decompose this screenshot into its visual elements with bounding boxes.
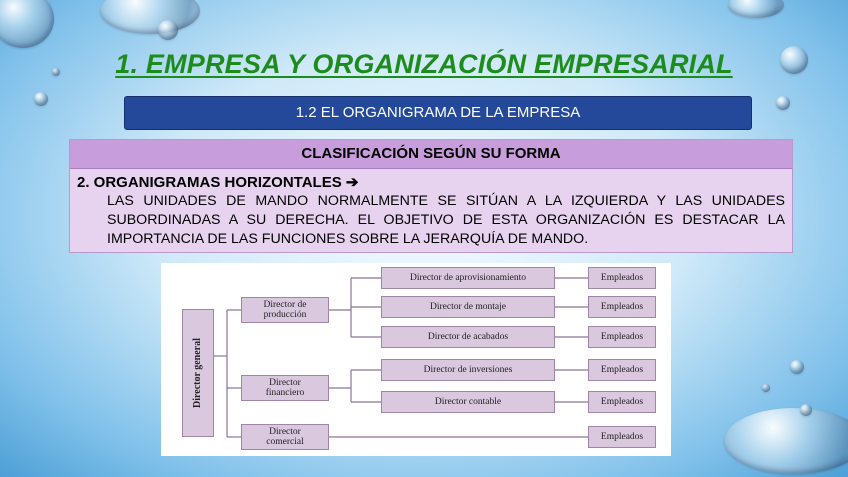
bubble-decoration [52, 68, 60, 76]
bubble-decoration [724, 408, 848, 474]
node-director-financiero: Director financiero [241, 375, 329, 401]
node-director-inversiones: Director de inversiones [381, 359, 555, 381]
table-heading-text: 2. ORGANIGRAMAS HORIZONTALES [77, 174, 342, 191]
section-subtitle: 1.2 EL ORGANIGRAMA DE LA EMPRESA [124, 96, 752, 130]
node-empleados: Empleados [588, 267, 656, 289]
node-director-aprovisionamiento: Director de aprovisionamiento [381, 267, 555, 289]
org-chart: Director general Director de producción … [161, 263, 671, 456]
arrow-icon: ➔ [345, 174, 359, 191]
node-director-comercial: Director comercial [241, 424, 329, 450]
node-empleados: Empleados [588, 326, 656, 348]
node-empleados: Empleados [588, 391, 656, 413]
bubble-decoration [0, 0, 54, 48]
bubble-decoration [776, 96, 790, 110]
bubble-decoration [762, 384, 770, 392]
node-empleados: Empleados [588, 426, 656, 448]
table-description: Las unidades de mando normalmente se sit… [107, 193, 785, 247]
table-header: CLASIFICACIÓN SEGÚN SU FORMA [70, 140, 792, 169]
org-chart-connectors [214, 277, 588, 438]
node-empleados: Empleados [588, 296, 656, 318]
node-director-acabados: Director de acabados [381, 326, 555, 348]
node-director-montaje: Director de montaje [381, 296, 555, 318]
bubble-decoration [790, 360, 804, 374]
bubble-decoration [728, 0, 784, 18]
table-heading: 2. ORGANIGRAMAS HORIZONTALES ➔ [77, 173, 785, 192]
node-director-produccion: Director de producción [241, 297, 329, 323]
node-director-general: Director general [182, 309, 214, 437]
bubble-decoration [158, 20, 178, 40]
bubble-decoration [780, 46, 808, 74]
bubble-decoration [100, 0, 200, 34]
bubble-decoration [800, 404, 812, 416]
node-director-contable: Director contable [381, 391, 555, 413]
page-title: 1. EMPRESA Y ORGANIZACIÓN EMPRESARIAL [115, 49, 733, 79]
table-body: 2. ORGANIGRAMAS HORIZONTALES ➔ Las unida… [70, 169, 792, 252]
classification-table: CLASIFICACIÓN SEGÚN SU FORMA 2. ORGANIGR… [69, 139, 793, 253]
bubble-decoration [34, 92, 48, 106]
node-empleados: Empleados [588, 359, 656, 381]
